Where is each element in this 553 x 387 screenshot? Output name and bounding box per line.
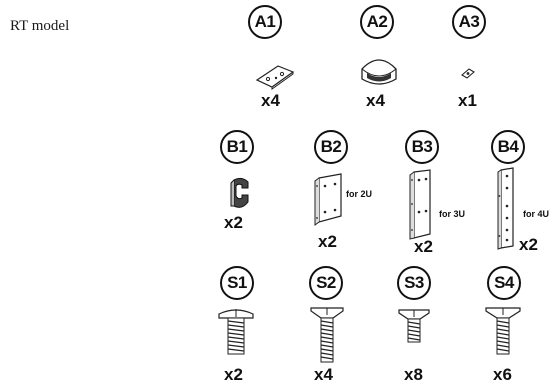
- note-b2: for 2U: [346, 189, 373, 199]
- quantity-s4: x6: [493, 365, 512, 384]
- model-label: RT model: [10, 18, 70, 34]
- quantity-s1: x2: [224, 365, 243, 384]
- quantity-b4: x2: [519, 235, 538, 254]
- hook-bracket-icon: [228, 176, 252, 212]
- quantity-b3: x2: [414, 237, 433, 256]
- part-badge-b1: B1: [220, 130, 254, 164]
- pan-head-screw-icon: [217, 306, 255, 356]
- mounting-plate-icon: [254, 62, 296, 90]
- note-b4: for 4U: [523, 209, 550, 219]
- quantity-a3: x1: [458, 91, 477, 110]
- part-badge-b3: B3: [405, 130, 439, 164]
- short-flat-head-screw-icon: [398, 308, 430, 344]
- rack-bracket-2u-icon: [311, 172, 345, 230]
- part-badge-s1: S1: [220, 266, 254, 300]
- part-badge-s4: S4: [487, 266, 521, 300]
- small-clip-icon: [460, 66, 476, 80]
- quantity-b2: x2: [318, 232, 337, 251]
- part-badge-a2: A2: [360, 5, 394, 39]
- quantity-a1: x4: [261, 91, 280, 110]
- quantity-a2: x4: [366, 91, 385, 110]
- part-badge-a3: A3: [452, 5, 486, 39]
- quantity-s2: x4: [314, 365, 333, 384]
- long-flat-head-screw-icon: [310, 306, 344, 364]
- rack-bracket-3u-icon: [406, 168, 434, 240]
- part-badge-s3: S3: [397, 266, 431, 300]
- part-badge-b4: B4: [491, 130, 525, 164]
- part-badge-a1: A1: [248, 5, 282, 39]
- quantity-s3: x8: [404, 365, 423, 384]
- note-b3: for 3U: [439, 209, 466, 219]
- quantity-b1: x2: [224, 213, 243, 232]
- flat-head-screw-icon: [485, 306, 521, 356]
- part-badge-b2: B2: [314, 130, 348, 164]
- rack-bracket-4u-icon: [495, 166, 517, 250]
- part-badge-s2: S2: [309, 266, 343, 300]
- foot-pad-icon: [359, 55, 399, 91]
